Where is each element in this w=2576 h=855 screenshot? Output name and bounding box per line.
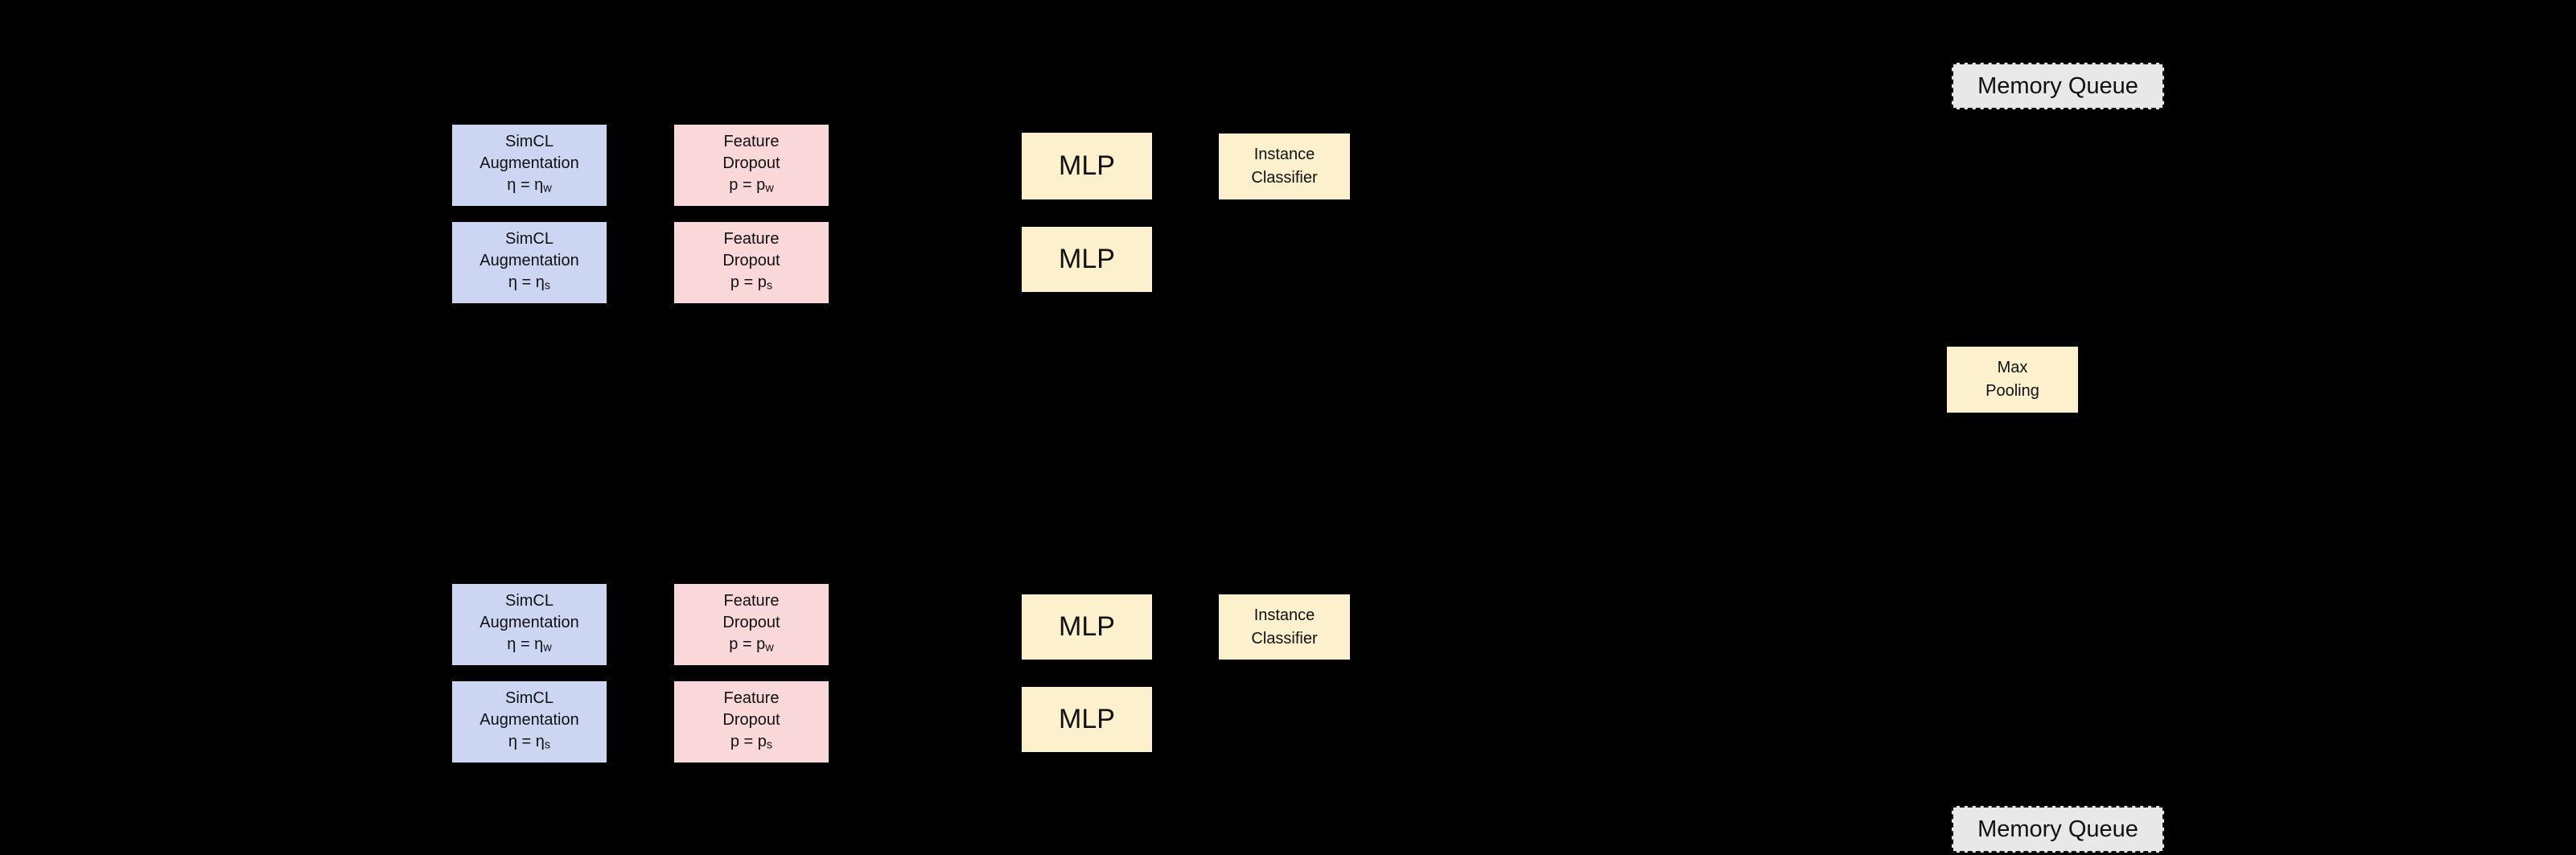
simcl-eq-subscript: s	[544, 279, 551, 293]
simcl-line2: Augmentation	[479, 710, 579, 729]
instance-classifier-line1: Instance	[1253, 606, 1315, 624]
memory-queue-box-top: Memory Queue	[1952, 63, 2164, 109]
dropout-line1: Feature	[723, 132, 780, 150]
dropout-eq-subscript: s	[766, 279, 773, 293]
mlp-box-top-weak: MLP	[1022, 133, 1152, 199]
dropout-line1: Feature	[723, 689, 780, 707]
simcl-eq: η = ηs	[508, 273, 551, 293]
simcl-eq: η = ηw	[507, 635, 552, 655]
mlp-label: MLP	[1059, 611, 1115, 642]
feature-dropout-weak-box-bottom: Feature Dropout p = pw	[674, 584, 829, 665]
simcl-augmentation-weak-box-top: SimCL Augmentation η = ηw	[452, 125, 607, 206]
simcl-line2: Augmentation	[479, 613, 579, 631]
max-pooling-line1: Max	[1997, 359, 2028, 376]
instance-classifier-box-top: Instance Classifier	[1219, 134, 1350, 199]
simcl-eq-subscript: w	[543, 641, 552, 655]
max-pooling-box: Max Pooling	[1947, 347, 2078, 413]
simcl-augmentation-strong-box-bottom: SimCL Augmentation η = ηs	[452, 681, 607, 763]
simcl-line1: SimCL	[504, 689, 553, 707]
feature-dropout-weak-box-top: Feature Dropout p = pw	[674, 125, 829, 206]
dropout-line2: Dropout	[722, 710, 780, 729]
mlp-label: MLP	[1059, 150, 1115, 181]
instance-classifier-box-bottom: Instance Classifier	[1219, 594, 1350, 660]
instance-classifier-line2: Classifier	[1251, 169, 1318, 187]
memory-queue-label: Memory Queue	[1977, 72, 2138, 99]
simcl-line1: SimCL	[504, 132, 553, 150]
simcl-line2: Augmentation	[479, 154, 579, 172]
mlp-box-top-strong: MLP	[1022, 227, 1152, 292]
instance-classifier-line2: Classifier	[1251, 629, 1318, 647]
dropout-line2: Dropout	[722, 154, 780, 172]
dropout-line2: Dropout	[722, 251, 780, 269]
simcl-line1: SimCL	[504, 229, 553, 248]
max-pooling-line2: Pooling	[1985, 382, 2039, 400]
dropout-eq: p = pw	[729, 175, 774, 195]
feature-dropout-strong-box-bottom: Feature Dropout p = ps	[674, 681, 829, 763]
simcl-eq-subscript: w	[543, 182, 552, 195]
dropout-eq-subscript: w	[765, 182, 774, 195]
simcl-line1: SimCL	[504, 591, 553, 610]
dropout-eq: p = ps	[730, 732, 773, 752]
memory-queue-label: Memory Queue	[1977, 816, 2138, 842]
simcl-eq: η = ηs	[508, 732, 551, 752]
dropout-eq: p = pw	[729, 635, 774, 655]
mlp-box-bottom-weak: MLP	[1022, 594, 1152, 660]
dropout-eq: p = ps	[730, 273, 773, 293]
mlp-label: MLP	[1059, 704, 1115, 734]
memory-queue-box-bottom: Memory Queue	[1952, 806, 2164, 853]
instance-classifier-line1: Instance	[1253, 146, 1315, 163]
dropout-eq-subscript: w	[765, 641, 774, 655]
simcl-augmentation-strong-box-top: SimCL Augmentation η = ηs	[452, 222, 607, 303]
mlp-label: MLP	[1059, 244, 1115, 274]
simcl-augmentation-weak-box-bottom: SimCL Augmentation η = ηw	[452, 584, 607, 665]
dropout-line1: Feature	[723, 591, 780, 610]
simcl-line2: Augmentation	[479, 251, 579, 269]
feature-dropout-strong-box-top: Feature Dropout p = ps	[674, 222, 829, 303]
simcl-eq: η = ηw	[507, 175, 552, 195]
dropout-line2: Dropout	[722, 613, 780, 631]
dropout-line1: Feature	[723, 229, 780, 248]
mlp-box-bottom-strong: MLP	[1022, 687, 1152, 752]
dropout-eq-subscript: s	[766, 738, 773, 752]
simcl-eq-subscript: s	[544, 738, 551, 752]
